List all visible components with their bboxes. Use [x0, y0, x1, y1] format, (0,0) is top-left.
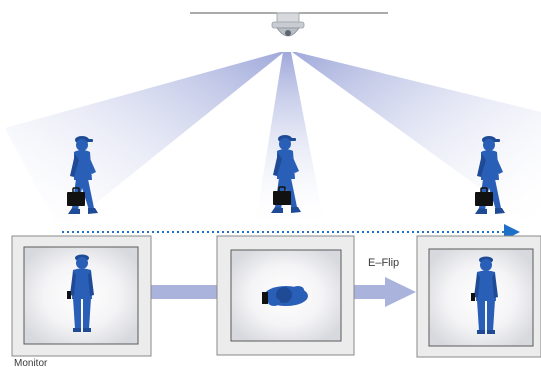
- dome-camera-icon: [271, 12, 305, 37]
- eflip-label: E–Flip: [368, 257, 399, 269]
- monitor-label: Monitor: [14, 358, 48, 367]
- monitor-right: [416, 235, 541, 358]
- monitor-center: [216, 235, 355, 356]
- connector-bar-left: [150, 285, 218, 299]
- eflip-arrow: [354, 277, 416, 307]
- camera-beam-left: [5, 52, 284, 232]
- top-down-person-figure: [262, 286, 308, 306]
- monitor-left: [11, 235, 152, 357]
- camera-beam-right: [292, 52, 541, 232]
